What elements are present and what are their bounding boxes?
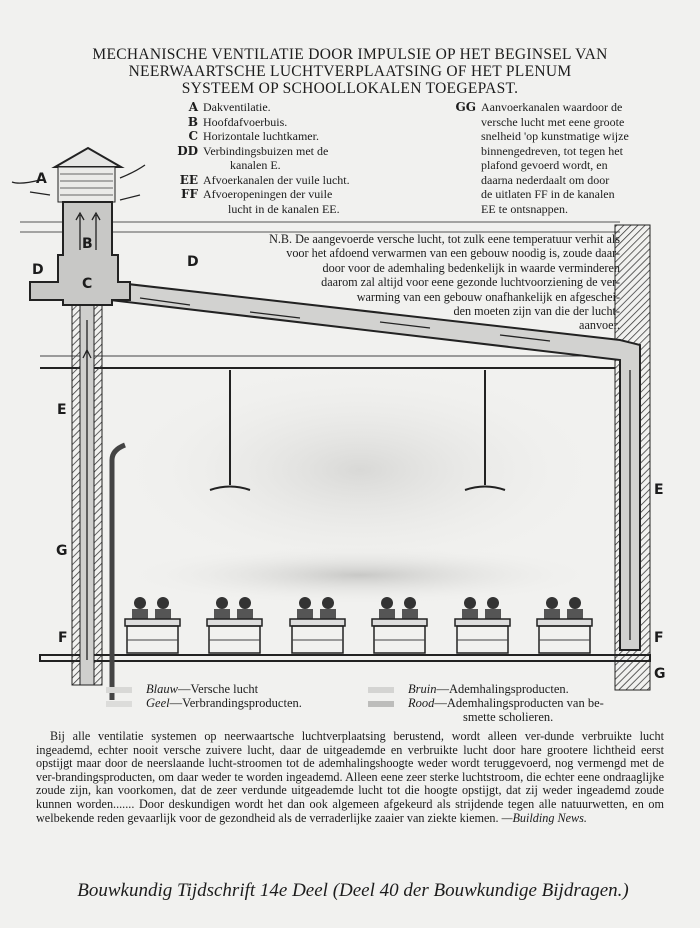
footer-citation: Bouwkundig Tijdschrift 14e Deel (Deel 40…: [77, 880, 629, 901]
ventilation-diagram: [11, 146, 651, 700]
desk-with-pupils: [289, 597, 346, 654]
label-d: D: [187, 254, 199, 270]
legend-key: EE: [179, 172, 198, 187]
page-title: MECHANISCHE VENTILATIE DOOR IMPULSIE OP …: [0, 46, 700, 97]
nb-line: voor het afdoend verwarmen van een gebou…: [286, 246, 620, 261]
flow-arrows: [11, 164, 631, 660]
key-color: Blauw: [146, 682, 178, 696]
nb-line: warming van een gebouw onafhankelijk en …: [356, 289, 620, 304]
key-text: Verbrandingsproducten.: [182, 696, 302, 710]
nb-line: door voor de ademhaling bedenkelijk in w…: [322, 260, 620, 275]
desk-with-pupils: [124, 597, 181, 654]
legend-text: Horizontale luchtkamer.: [203, 129, 319, 143]
legend-text: daarna nederdaalt om door: [481, 172, 610, 187]
body-paragraph: Bij alle ventilatie systemen op neerwaar…: [36, 729, 664, 825]
main-exhaust: [29, 201, 131, 306]
key-color: Bruin: [408, 682, 437, 696]
floor: [39, 654, 651, 662]
legend-key: B: [187, 114, 198, 129]
label-a: A: [36, 171, 47, 187]
label-b: B: [82, 236, 93, 252]
nb-line: N.B. De aangevoerde versche lucht, tot z…: [269, 232, 620, 246]
legend-text: de uitlaten FF in de kanalen: [481, 187, 615, 201]
legend-text: lucht in de kanalen EE.: [228, 201, 340, 216]
legend-key: DD: [177, 143, 198, 158]
legend-text: Verbindingsbuizen met de: [203, 143, 329, 158]
lamp: [464, 370, 506, 491]
legend-text: versche lucht met eene groote: [481, 114, 625, 129]
color-key-right: Bruin—Ademhalingsproducten. Rood—Ademhal…: [368, 682, 604, 724]
title-line: MECHANISCHE VENTILATIE DOOR IMPULSIE OP …: [92, 46, 608, 63]
key-color: Rood: [408, 696, 435, 710]
desk-with-pupils: [454, 597, 511, 654]
desks: [124, 597, 593, 654]
color-key-left: Blauw—Versche lucht Geel—Verbrandingspro…: [106, 682, 302, 710]
nota-bene: N.B. De aangevoerde versche lucht, tot z…: [165, 232, 620, 333]
key-text: smette scholieren.: [463, 710, 554, 724]
legend-text: Afvoerkanalen der vuile lucht.: [203, 172, 350, 187]
key-text: Ademhalingsproducten van be-: [446, 696, 604, 710]
legend-text: kanalen E.: [230, 158, 281, 172]
legend-text: plafond gevoerd wordt, en: [481, 158, 608, 172]
label-g: G: [654, 666, 666, 682]
lamp: [209, 370, 251, 491]
legend-left: A Dakventilatie. B Hoofdafvoerbuis. C Horiz…: [170, 100, 350, 216]
label-e: E: [57, 402, 67, 418]
swatch: [106, 687, 132, 694]
label-d: D: [32, 262, 44, 278]
key-text: Ademhalingsproducten.: [448, 682, 569, 696]
legend-text: snelheid 'op kunstmatige wijze: [481, 129, 629, 143]
label-f: F: [654, 630, 664, 646]
swatch: [368, 687, 394, 694]
key-color: Geel: [146, 696, 170, 710]
legend-text: Afvoeropeningen der vuile: [203, 187, 333, 201]
legend-right: GG Aanvoerkanalen waardoor de versche luc…: [448, 100, 673, 216]
legend-text: Aanvoerkanalen waardoor de: [481, 100, 623, 114]
legend-key: FF: [180, 187, 198, 201]
swatch: [368, 701, 394, 708]
nb-line: daarom zal altijd voor eene gezonde luch…: [321, 275, 620, 290]
swatch: [106, 701, 132, 708]
nb-line: den moeten zijn van die der lucht-: [453, 304, 620, 319]
roof-ventilator: [51, 146, 125, 168]
label-g: G: [56, 543, 68, 559]
body-text: Bij alle ventilatie systemen op neerwaar…: [36, 729, 664, 825]
legend-text: binnengedreven, tot tegen het: [481, 143, 623, 158]
title-line: NEERWAARTSCHE LUCHTVERPLAATSING OF HET P…: [128, 63, 572, 80]
label-f: F: [58, 630, 68, 646]
legend-text: Dakventilatie.: [203, 100, 271, 114]
legend-text: Hoofdafvoerbuis.: [203, 114, 288, 129]
desk-with-pupils: [536, 597, 593, 654]
label-e: E: [654, 482, 664, 498]
nb-line: aanvoer.: [579, 318, 620, 333]
body-source: —Building News.: [501, 810, 587, 825]
desk-with-pupils: [206, 597, 263, 654]
legend-key: C: [188, 129, 198, 143]
desk-with-pupils: [371, 597, 428, 654]
label-c: C: [82, 276, 93, 292]
legend-key: A: [188, 100, 198, 114]
legend-key: GG: [455, 100, 477, 114]
legend-text: EE te ontsnappen.: [481, 201, 568, 216]
supply-duct: [109, 280, 641, 651]
title-line: SYSTEEM OP SCHOOLLOKALEN TOEGEPAST.: [181, 80, 519, 97]
key-text: Versche lucht: [190, 682, 259, 696]
